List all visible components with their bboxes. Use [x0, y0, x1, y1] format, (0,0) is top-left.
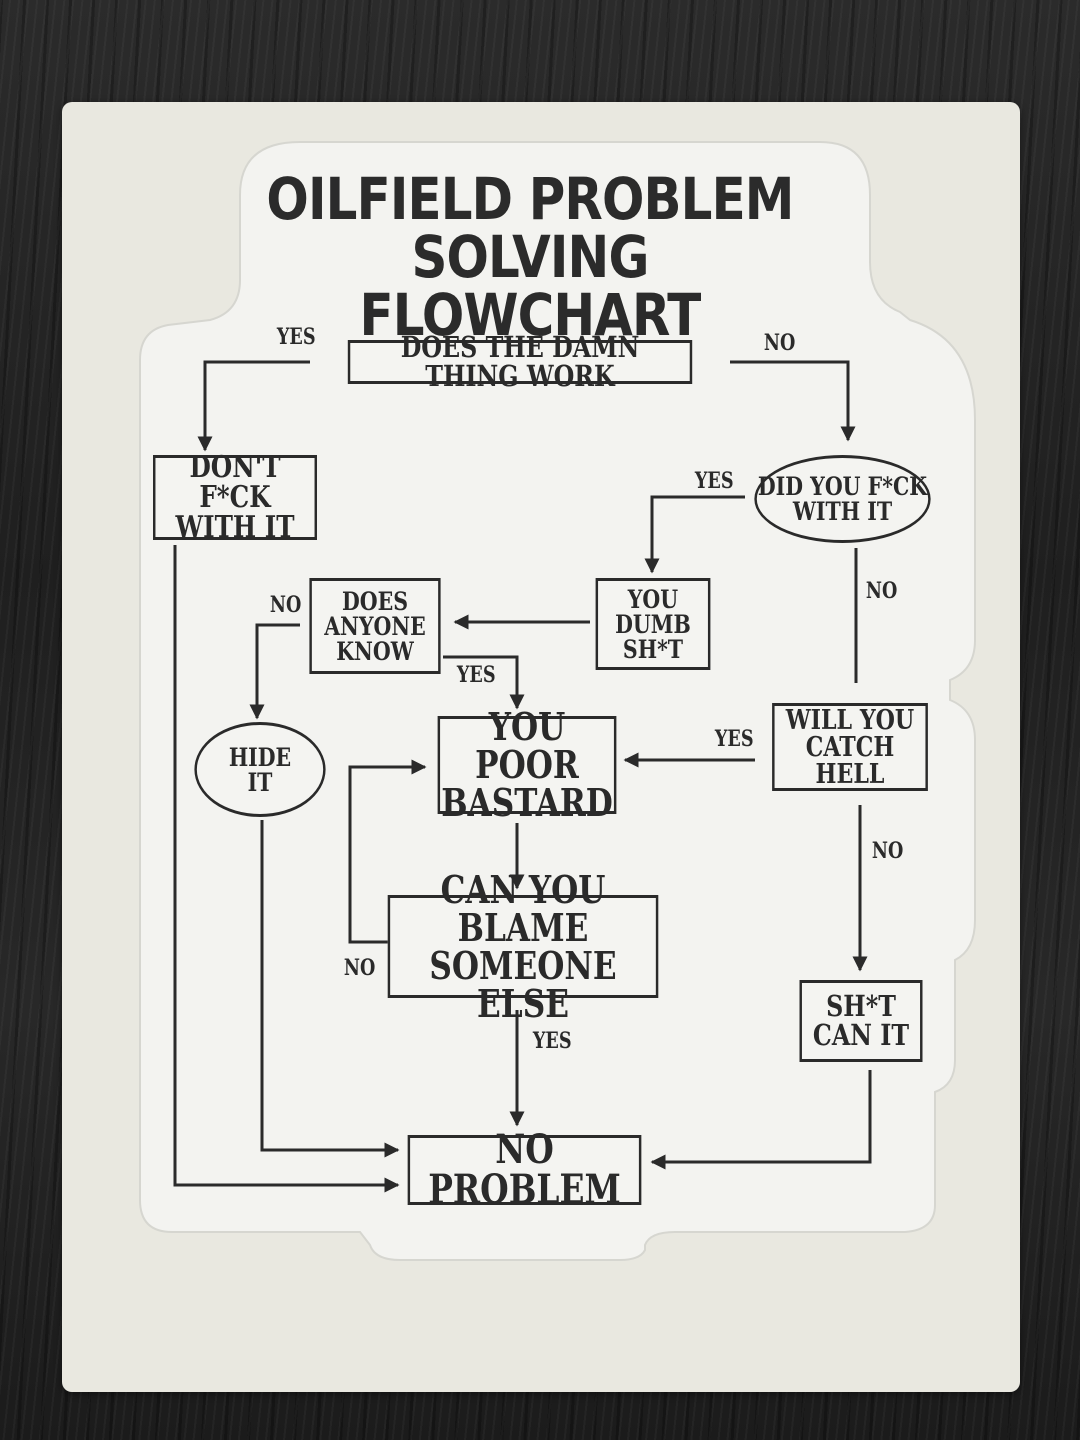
arrow-know-no — [249, 623, 300, 720]
label-did-yes: YES — [694, 468, 734, 494]
label-hell-yes: YES — [714, 726, 754, 752]
label-blame-yes: YES — [532, 1028, 572, 1054]
node-did-you-fck-with-it: DID YOU F*CK WITH IT — [754, 455, 931, 543]
label-know-no: NO — [269, 592, 302, 618]
arrow-dontfck-to-noproblem — [173, 545, 400, 1193]
arrow-know-yes — [443, 655, 525, 710]
arrow-did-yes — [644, 495, 745, 574]
node-does-it-work: DOES THE DAMN THING WORK — [347, 333, 693, 391]
arrow-works-yes — [197, 360, 310, 452]
label-blame-no: NO — [343, 955, 376, 981]
label-hell-no: NO — [871, 838, 904, 864]
arrow-hide-to-noproblem — [260, 820, 400, 1158]
node-will-you-catch-hell: WILL YOU CATCH HELL — [772, 703, 928, 791]
node-does-anyone-know: DOES ANYONE KNOW — [309, 578, 441, 674]
node-no-problem: NO PROBLEM — [407, 1130, 642, 1210]
node-can-you-blame: CAN YOU BLAME SOMEONE ELSE — [387, 870, 659, 1022]
flowchart-title: OILFIELD PROBLEM SOLVING FLOWCHART — [266, 165, 794, 349]
node-you-poor-bastard: YOU POOR BASTARD — [437, 708, 617, 822]
node-hide-it: HIDE IT — [194, 722, 326, 817]
label-know-yes: YES — [456, 662, 496, 688]
node-you-dumb: YOU DUMB SH*T — [595, 578, 711, 670]
arrow-canit-to-noproblem — [650, 1070, 872, 1170]
node-dont-fck-with-it: DON'T F*CK WITH IT — [153, 452, 317, 542]
label-did-no: NO — [865, 578, 898, 604]
arrow-blame-no — [348, 759, 427, 944]
label-works-no: NO — [763, 330, 796, 356]
arrow-works-no — [730, 360, 856, 442]
sticker-outline — [139, 141, 976, 1261]
node-sht-can-it: SH*T CAN IT — [799, 980, 923, 1062]
label-works-yes: YES — [276, 324, 316, 350]
